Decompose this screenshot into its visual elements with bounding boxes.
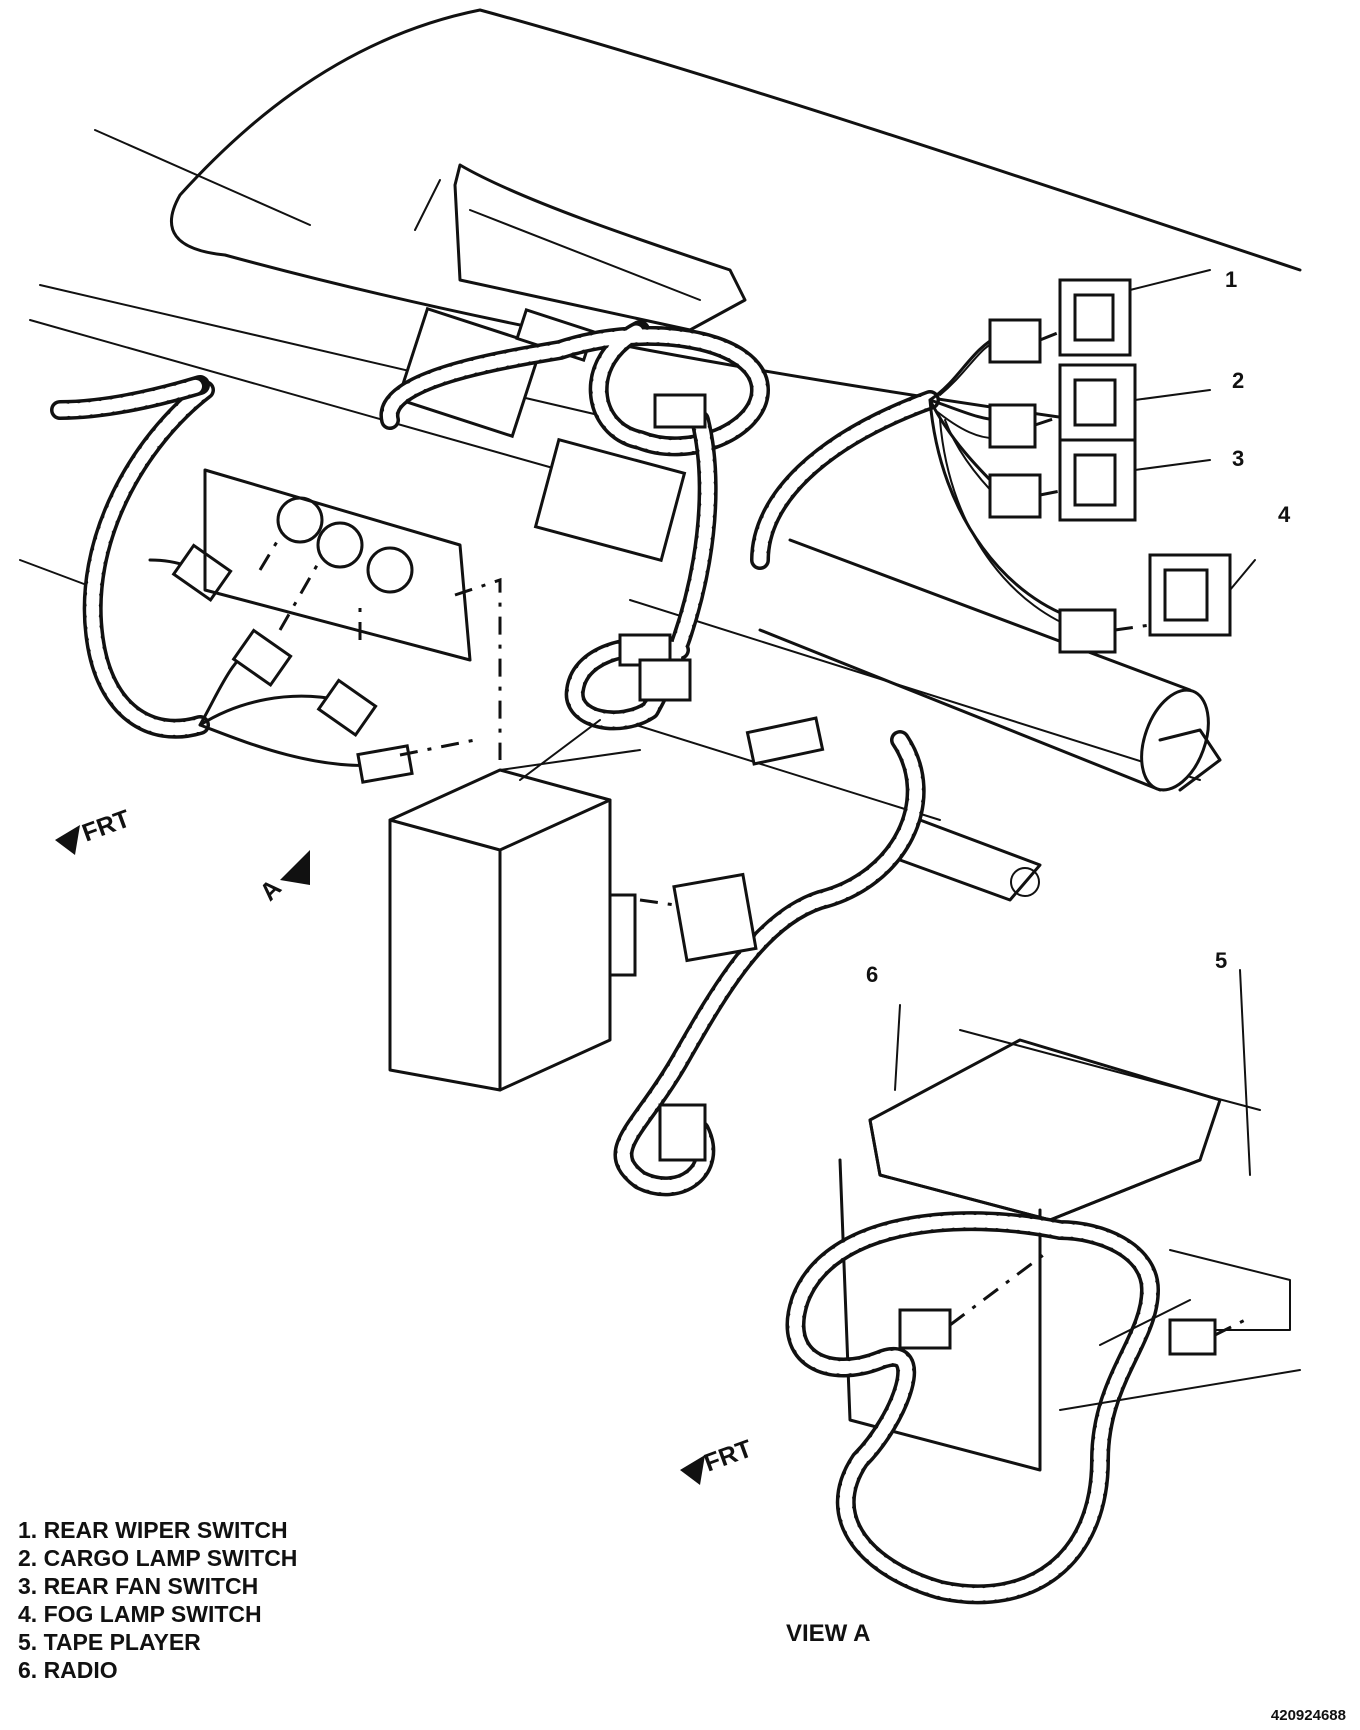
callout-4: 4: [1278, 502, 1291, 527]
lamp-panel: [203, 468, 502, 760]
direction-arrows: [55, 825, 705, 1485]
callout-1: 1: [1225, 267, 1238, 292]
callout-3: 3: [1232, 446, 1245, 471]
lower-harness: [613, 716, 926, 1197]
view-a-title: VIEW A: [786, 1620, 871, 1647]
steering-column: [758, 538, 1222, 902]
callout-2: 2: [1232, 368, 1245, 393]
legend-item: 4. FOG LAMP SWITCH: [18, 1601, 262, 1627]
control-module: [388, 719, 641, 1092]
legend-item: 6. RADIO: [18, 1657, 118, 1683]
instrument-panel-outline: [19, 8, 1302, 821]
legend-item: 1. REAR WIPER SWITCH: [18, 1517, 288, 1543]
legend-item: 3. REAR FAN SWITCH: [18, 1573, 259, 1599]
figure-id: 420924688: [1270, 1707, 1346, 1724]
switch-harness: [750, 269, 1256, 654]
legend-item: 5. TAPE PLAYER: [18, 1629, 201, 1655]
center-harness: [379, 320, 770, 731]
callout-5: 5: [1215, 948, 1228, 973]
view-a-assembly: [785, 969, 1301, 1605]
left-lamp-harness: [50, 375, 476, 784]
legend-item: 2. CARGO LAMP SWITCH: [18, 1545, 298, 1571]
component-legend: 1. REAR WIPER SWITCH 2. CARGO LAMP SWITC…: [18, 1516, 297, 1684]
callout-6: 6: [866, 962, 879, 987]
